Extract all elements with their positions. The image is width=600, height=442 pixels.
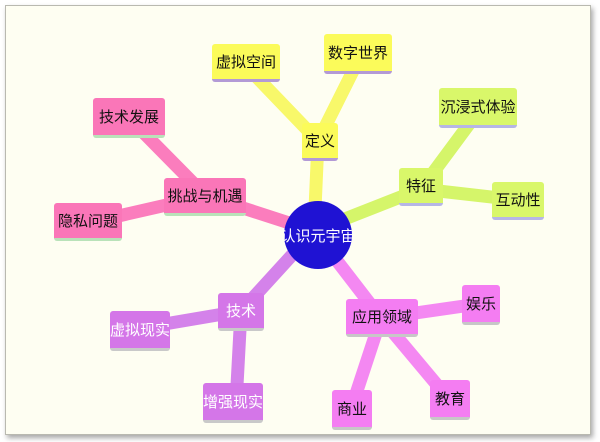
leaf-node-virtual-reality[interactable]: 虚拟现实 <box>110 311 170 351</box>
branch-node-features[interactable]: 特征 <box>399 168 443 206</box>
leaf-node-education[interactable]: 教育 <box>430 380 470 420</box>
mindmap-canvas: 认识元宇宙 定义 虚拟空间 数字世界 特征 沉浸式体验 互动性 挑战与机遇 技术… <box>5 5 591 435</box>
leaf-node-interactivity[interactable]: 互动性 <box>492 182 544 220</box>
branch-node-applications[interactable]: 应用领域 <box>346 299 418 337</box>
branch-node-technology[interactable]: 技术 <box>218 293 264 331</box>
leaf-node-immersive-experience[interactable]: 沉浸式体验 <box>439 88 517 128</box>
leaf-node-digital-world[interactable]: 数字世界 <box>324 34 392 74</box>
leaf-node-privacy-issues[interactable]: 隐私问题 <box>54 203 122 241</box>
leaf-node-business[interactable]: 商业 <box>332 390 372 430</box>
leaf-node-virtual-space[interactable]: 虚拟空间 <box>212 44 280 82</box>
leaf-node-augmented-reality[interactable]: 增强现实 <box>203 383 263 423</box>
branch-node-definition[interactable]: 定义 <box>302 123 338 161</box>
leaf-node-entertainment[interactable]: 娱乐 <box>462 285 500 325</box>
branch-node-challenges-opportunities[interactable]: 挑战与机遇 <box>164 178 246 216</box>
leaf-node-tech-development[interactable]: 技术发展 <box>93 98 165 138</box>
center-node[interactable]: 认识元宇宙 <box>284 201 352 269</box>
